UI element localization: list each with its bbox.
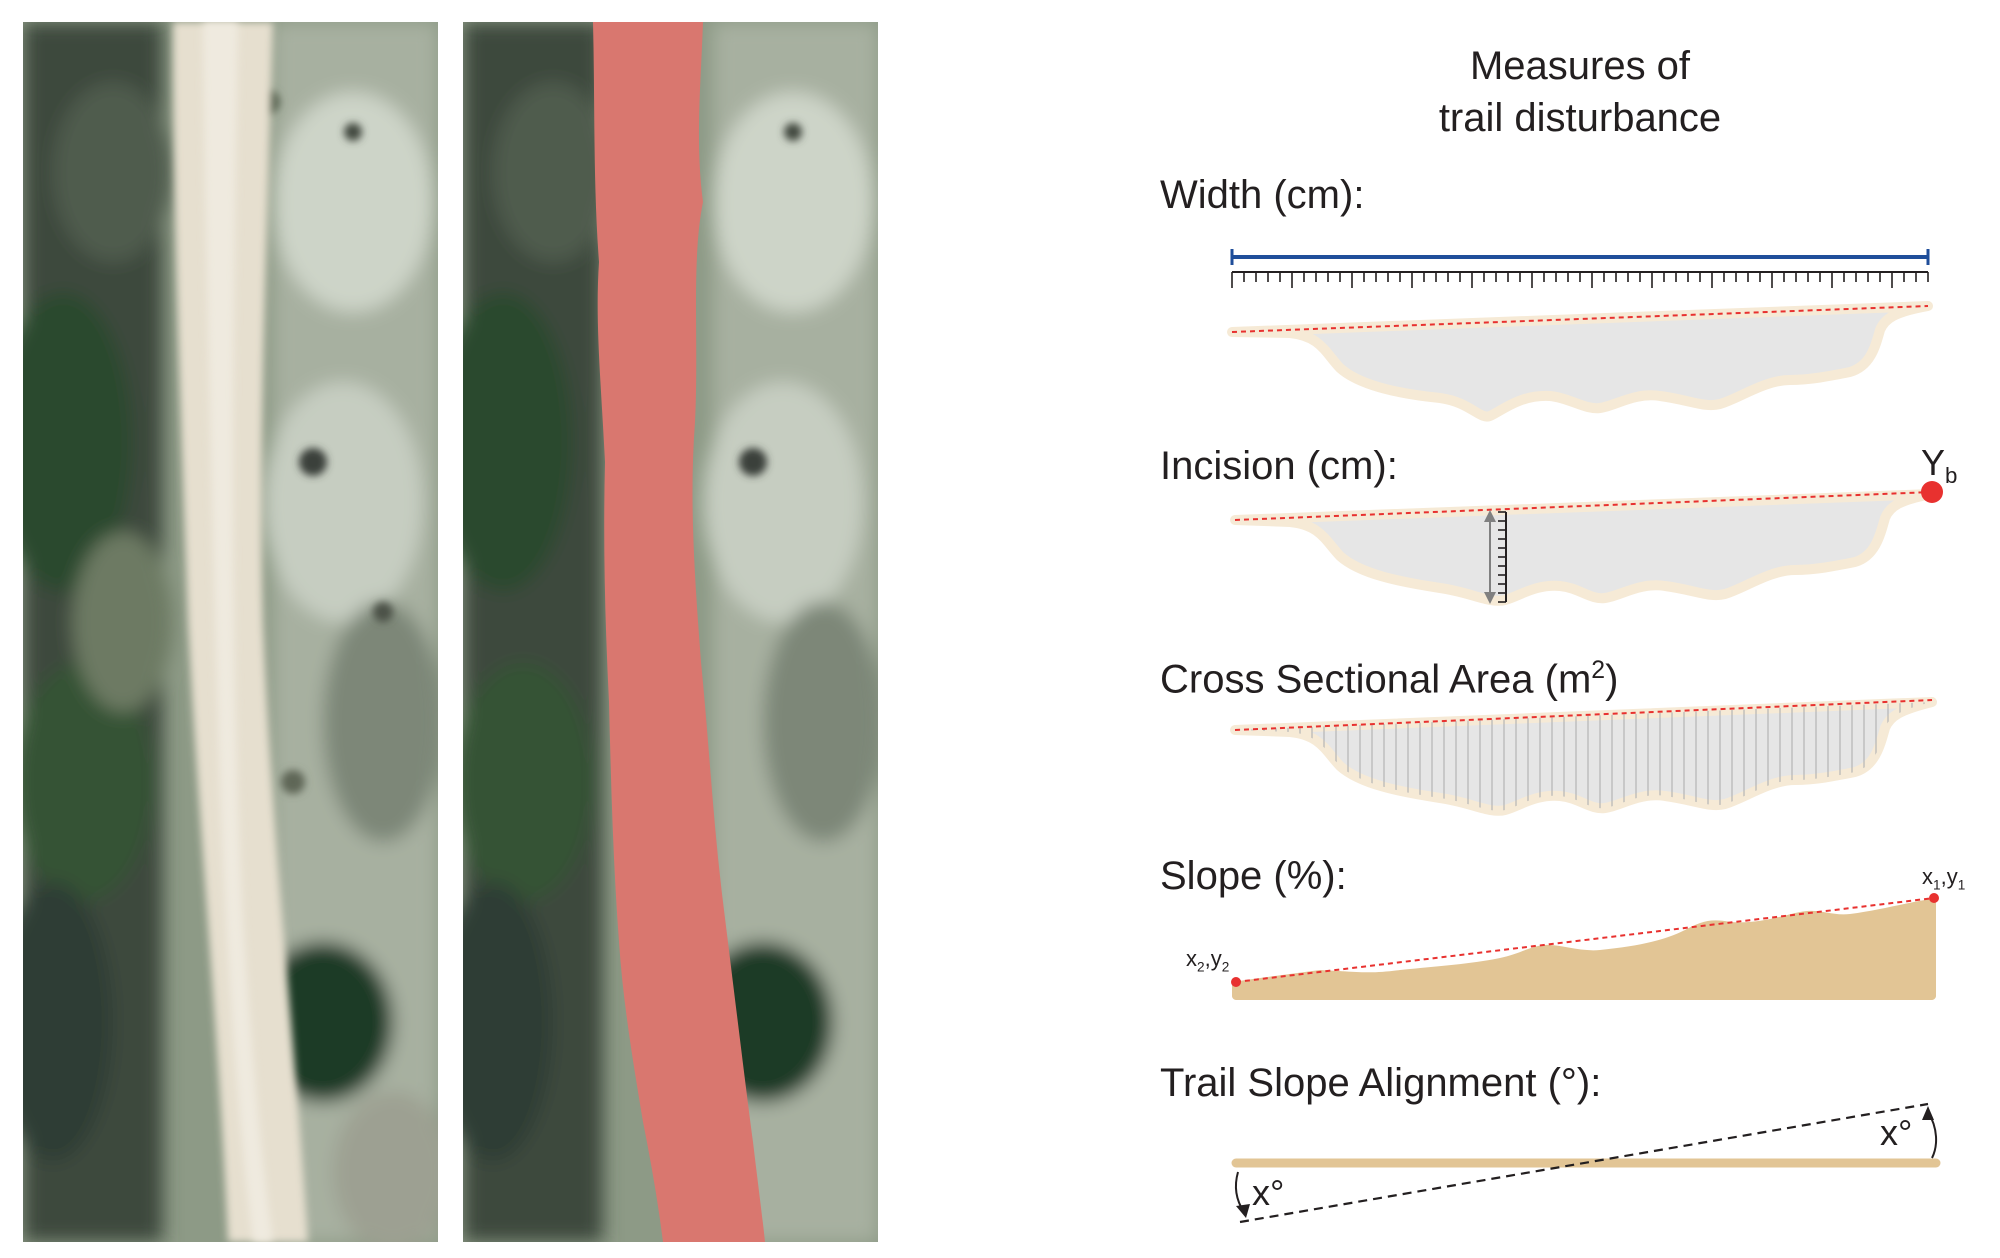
trail-measures-diagram	[1227, 249, 1943, 1224]
incision-profile	[1230, 481, 1943, 606]
yb-marker	[1921, 481, 1943, 503]
angle-label-left: x°	[1252, 1172, 1285, 1213]
title-line-2: trail disturbance	[1438, 96, 1722, 140]
area-label-text: Cross Sectional Area (m	[1160, 657, 1592, 702]
x1-sub: 1	[1933, 877, 1941, 893]
yb-label: Yb	[1921, 442, 1957, 489]
width-profile	[1227, 301, 1933, 422]
area-label-close: )	[1605, 657, 1619, 702]
y1-sub: 1	[1957, 877, 1966, 893]
point-x2-y2	[1231, 977, 1241, 987]
width-ruler	[1230, 249, 1930, 288]
area-label: Cross Sectional Area (m2)	[1160, 648, 1618, 702]
y1-text: ,y	[1940, 864, 1958, 889]
incision-label: Incision (cm):	[1160, 444, 1398, 488]
angle-label-right: x°	[1880, 1112, 1913, 1153]
diagram-title: Measures of trail disturbance	[1300, 40, 1860, 144]
trail-overlay	[593, 22, 765, 1242]
slope-profile	[1231, 893, 1939, 1000]
slope-label: Slope (%):	[1160, 854, 1347, 898]
x2-text: x	[1186, 946, 1197, 971]
area-label-exponent: 2	[1591, 657, 1606, 684]
aerial-photo-trail-overlay	[463, 22, 878, 1242]
x2-sub: 2	[1197, 959, 1205, 975]
point-x1-y1	[1929, 893, 1939, 903]
x2-y2-label: x2,y2	[1186, 946, 1229, 974]
x1-text: x	[1922, 864, 1933, 889]
width-label: Width (cm):	[1160, 173, 1365, 217]
x1-y1-label: x1,y1	[1922, 864, 1965, 892]
area-profile	[1230, 697, 1937, 816]
title-line-1: Measures of	[1469, 44, 1691, 88]
alignment-label: Trail Slope Alignment (°):	[1160, 1061, 1602, 1105]
aerial-photo-original	[23, 22, 438, 1242]
yb-label-main: Y	[1921, 442, 1946, 483]
yb-label-sub: b	[1945, 463, 1958, 489]
y2-text: ,y	[1204, 946, 1222, 971]
y2-sub: 2	[1221, 959, 1230, 975]
alignment-diagram	[1231, 1102, 1941, 1224]
